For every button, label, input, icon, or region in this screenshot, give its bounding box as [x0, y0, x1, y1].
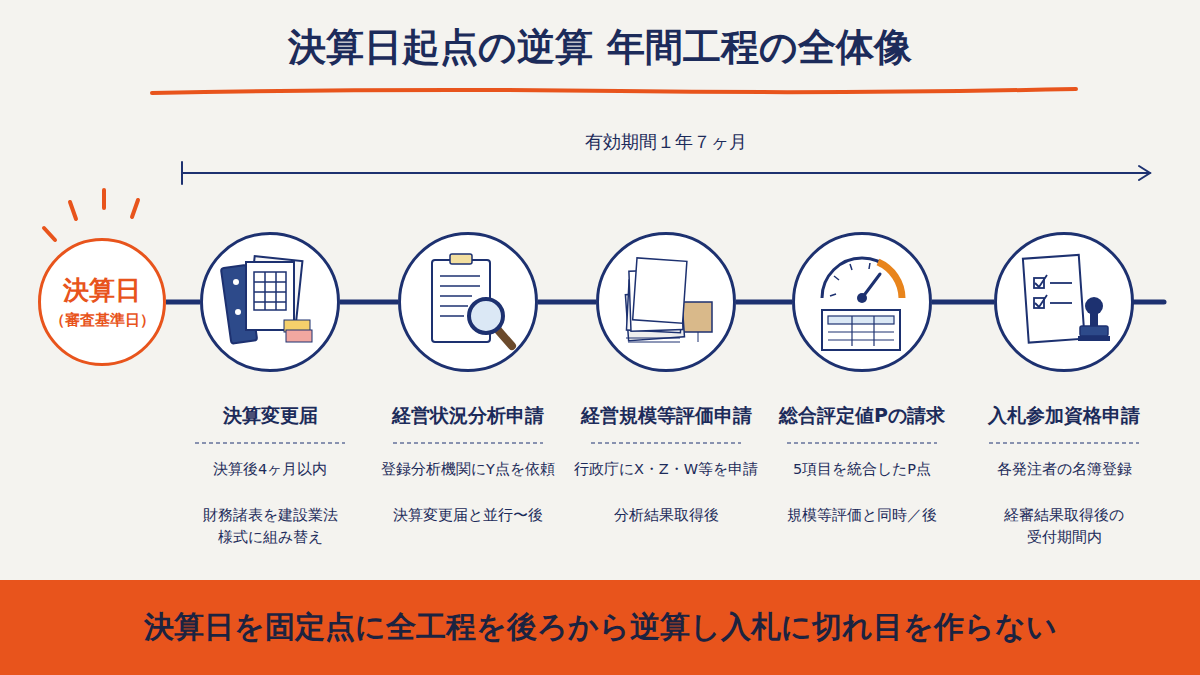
highlight-rays — [44, 190, 138, 240]
period-arrow — [182, 162, 1150, 184]
step-heading: 総合評定値Pの請求 — [752, 401, 972, 430]
timeline-connector — [736, 300, 792, 305]
clipboard-icon — [432, 254, 512, 346]
timeline-connector — [932, 300, 994, 305]
caption-band: 決算日を固定点に全工程を後ろから逆算し入札に切れ目を作らない — [0, 580, 1200, 675]
timeline-connector — [538, 300, 596, 305]
caption: 決算日を固定点に全工程を後ろから逆算し入札に切れ目を作らない — [144, 607, 1057, 648]
start-sublabel: （審査基準日） — [50, 311, 155, 329]
title: 決算日起点の逆算 年間工程の全体像 — [0, 22, 1200, 73]
step-circle: 入札参加資格申請各発注者の名簿登録経審結果取得後の 受付期間内 — [994, 232, 1134, 372]
start-label: 決算日 — [63, 275, 141, 306]
step-heading: 決算変更届 — [160, 401, 380, 430]
step-circle: 経営規模等評価申請行政庁にX・Z・W等を申請分析結果取得後 — [596, 232, 736, 372]
step-timing: 経審結果取得後の 受付期間内 — [1001, 505, 1127, 549]
step-detail: 決算後4ヶ月以内 — [170, 459, 370, 481]
binder-icon — [221, 256, 312, 344]
timeline-connector — [166, 300, 200, 305]
step-circle: 経営状況分析申請登録分析機関にY点を依頼決算変更届と並行〜後 — [398, 232, 538, 372]
step-heading: 経営規模等評価申請 — [556, 401, 776, 430]
step-circle: 総合評定値Pの請求5項目を統合したP点規模等評価と同時／後 — [792, 232, 932, 372]
circle-grounds — [39, 233, 1133, 371]
step-detail: 5項目を統合したP点 — [762, 459, 962, 481]
gauge-icon — [822, 258, 902, 350]
step-detail: 行政庁にX・Z・W等を申請 — [566, 459, 766, 481]
step-timing: 分析結果取得後 — [566, 505, 766, 527]
separators — [195, 443, 1139, 444]
step-heading: 入札参加資格申請 — [954, 401, 1174, 430]
step-timing: 財務諸表を建設業法 様式に組み替え — [202, 505, 338, 549]
step-circle: 決算変更届決算後4ヶ月以内財務諸表を建設業法 様式に組み替え — [200, 232, 340, 372]
timeline-connector — [340, 300, 398, 305]
step-timing: 決算変更届と並行〜後 — [368, 505, 568, 527]
period-label: 有効期間１年７ヶ月 — [466, 130, 866, 154]
checklist-icon — [1023, 255, 1110, 343]
start-circle: 決算日 （審査基準日） — [38, 238, 166, 366]
step-timing: 規模等評価と同時／後 — [762, 505, 962, 527]
step-detail: 登録分析機関にY点を依頼 — [368, 459, 568, 481]
paper-stack-icon — [625, 258, 712, 342]
step-detail: 各発注者の名簿登録 — [964, 459, 1164, 481]
step-heading: 経営状況分析申請 — [358, 401, 578, 430]
title-underline — [152, 89, 1076, 93]
timeline-tail — [1132, 300, 1164, 305]
